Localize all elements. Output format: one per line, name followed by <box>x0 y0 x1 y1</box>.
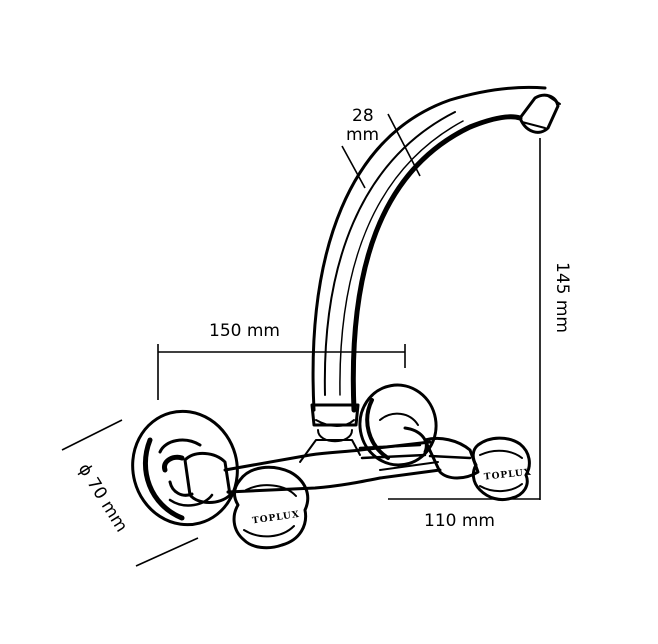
flange-diameter-label: ϕ 70 mm <box>74 460 132 536</box>
spout-reach-label: 110 mm <box>424 511 495 531</box>
left-handle: TOPLUX <box>232 465 310 550</box>
right-handle: TOPLUX <box>471 436 533 502</box>
left-flange <box>131 409 239 527</box>
spout-height-label: 145 mm <box>552 262 572 333</box>
faucet-illustration: TOPLUX TOPLUX <box>131 85 561 550</box>
spout-diameter-leader-right <box>387 113 421 177</box>
dimension-lines <box>61 113 541 567</box>
right-handle-brand-label: TOPLUX <box>484 468 533 483</box>
spout-diameter-leader-left <box>341 145 366 189</box>
right-flange <box>358 383 438 467</box>
flange-diameter-line-top <box>61 419 123 451</box>
spout-diameter-unit-label: mm <box>346 125 379 145</box>
left-valve <box>161 452 232 504</box>
right-valve <box>423 436 480 480</box>
spout-diameter-value-label: 28 <box>352 106 374 126</box>
mixer-body <box>223 426 442 494</box>
left-handle-brand-label: TOPLUX <box>252 510 301 527</box>
center-distance-label: 150 mm <box>209 321 280 341</box>
flange-diameter-line-bottom <box>135 537 199 567</box>
